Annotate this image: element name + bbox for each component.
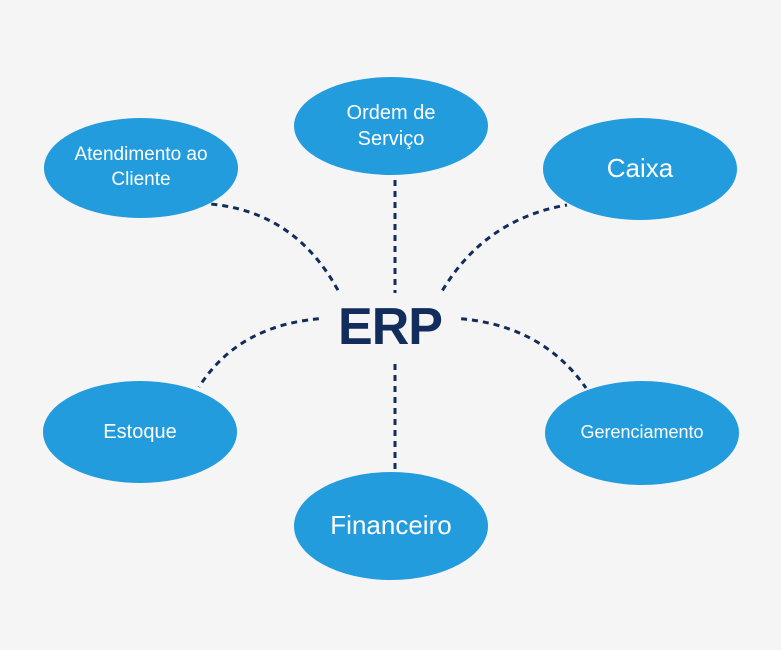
node-atendimento-label: Atendimento ao Cliente xyxy=(74,144,208,190)
link-caixa xyxy=(435,203,568,301)
node-financeiro: Financeiro xyxy=(294,472,488,580)
node-ordem-label: Ordem de Serviço xyxy=(346,102,436,150)
node-atendimento: Atendimento ao Cliente xyxy=(44,118,238,218)
erp-hub-label: ERP xyxy=(320,293,460,361)
node-caixa: Caixa xyxy=(543,118,737,220)
node-estoque: Estoque xyxy=(43,381,237,483)
node-ordem-de-servico: Ordem de Serviço xyxy=(294,77,488,175)
node-estoque-label: Estoque xyxy=(103,421,177,443)
node-gerenciamento: Gerenciamento xyxy=(545,381,739,485)
link-atendimento xyxy=(209,202,345,301)
node-caixa-label: Caixa xyxy=(606,153,674,184)
link-gerenciamento xyxy=(449,316,588,389)
link-estoque xyxy=(197,316,331,388)
node-financeiro-label: Financeiro xyxy=(330,510,452,541)
node-gerenciamento-label: Gerenciamento xyxy=(580,422,704,443)
